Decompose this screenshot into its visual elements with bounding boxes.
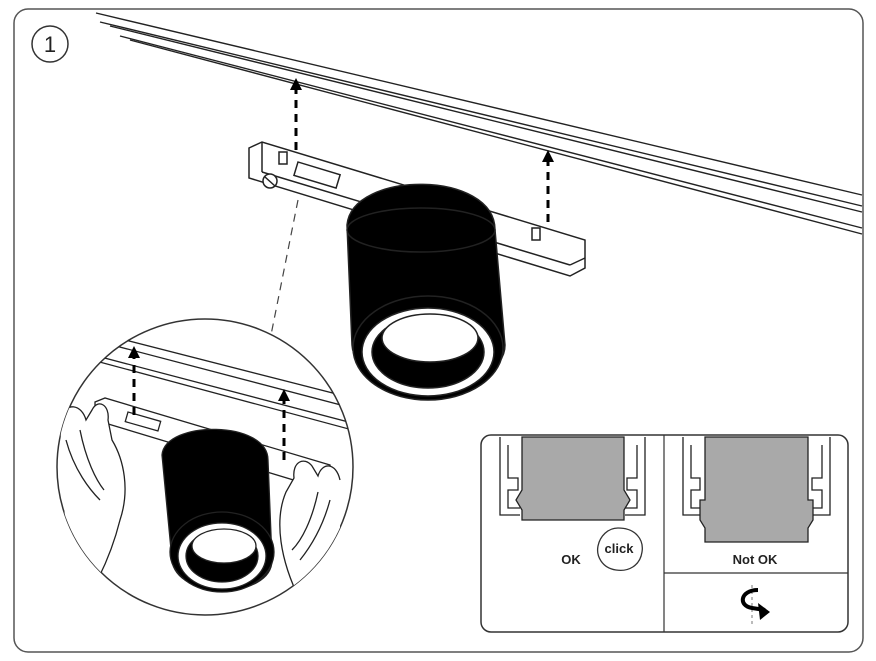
insert-arrows [290,78,554,222]
not-ok-profile [682,436,831,543]
spotlight [346,183,506,401]
not-ok-label: Not OK [733,552,778,567]
detail-connector [269,199,299,341]
ok-label: OK [561,552,581,567]
click-label: click [605,541,635,556]
step-badge: 1 [31,25,69,63]
rotate-arrow-icon [741,585,770,625]
click-bubble: click [596,527,643,572]
detail-circle [56,318,354,616]
ok-profile [499,436,646,521]
ceiling-track [95,12,863,235]
step-number: 1 [44,32,56,57]
inset-panel: click OK Not OK [480,434,849,633]
